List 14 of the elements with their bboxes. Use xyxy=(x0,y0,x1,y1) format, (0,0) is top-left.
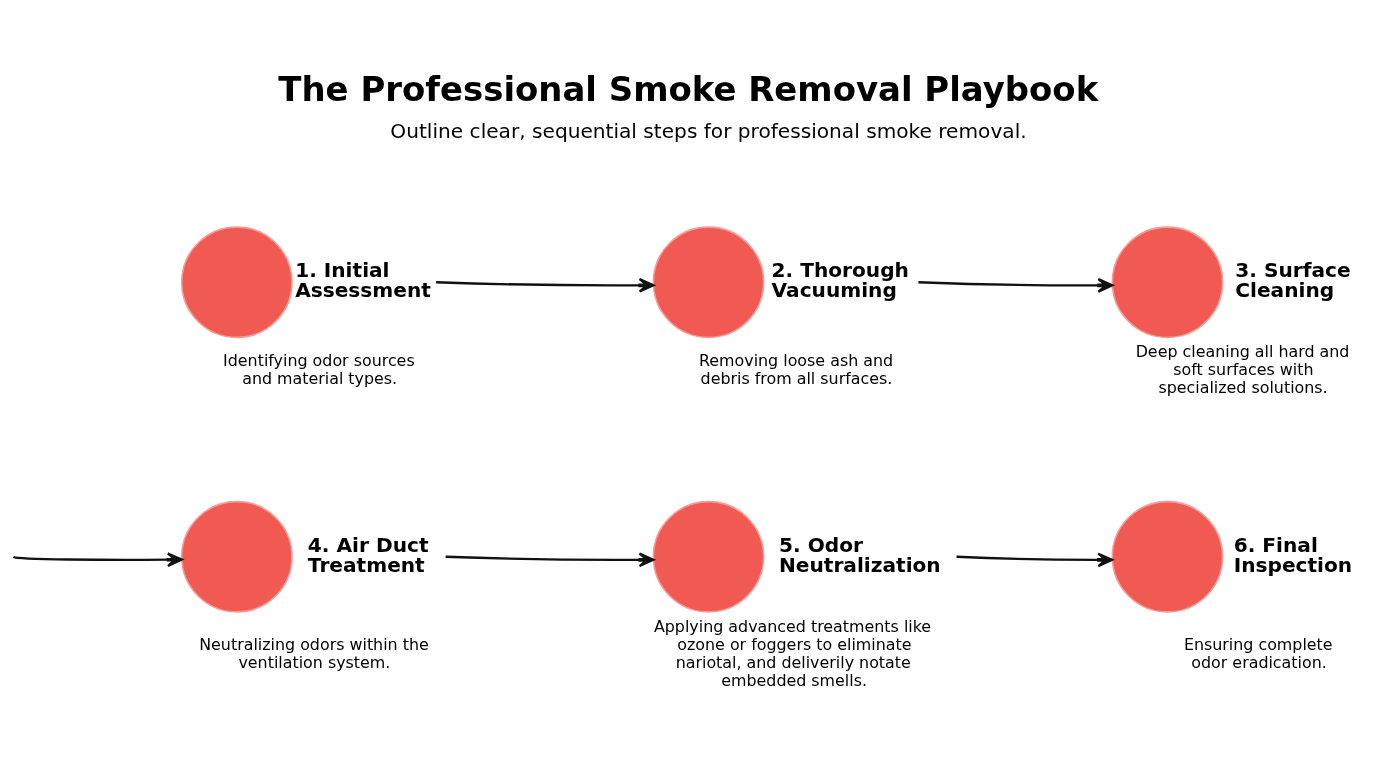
node-label: Identifying odor sources and material types. xyxy=(223,350,415,388)
node-label: 5. Odor Neutralization xyxy=(779,532,941,577)
diagram-title: The Professional Smoke Removal Playbook xyxy=(278,69,1099,109)
node-label: 4. Air Duct Treatment xyxy=(307,532,429,577)
node-label: 3. Surface Cleaning xyxy=(1235,257,1351,302)
label: Outline clear, sequential steps for professional smoke removal. xyxy=(390,118,1027,143)
node-label: Deep cleaning all hard and soft surfaces with specialized solutions. xyxy=(1135,341,1350,397)
node-label: 2. Thorough Vacuuming xyxy=(771,257,909,302)
node-label: 1. Initial Assessment xyxy=(295,257,431,302)
node-label: 6. Final Inspection xyxy=(1233,532,1353,577)
node-label: Ensuring complete odor eradication. xyxy=(1183,634,1333,672)
node-label: Removing loose ash and debris from all surfaces. xyxy=(698,350,894,388)
node-label: Applying advanced treatments like ozone or foggers to eliminate nariotal, and deliverily notate embedded smells. xyxy=(653,616,932,690)
node-label: Neutralizing odors within the ventilation system. xyxy=(199,634,429,672)
